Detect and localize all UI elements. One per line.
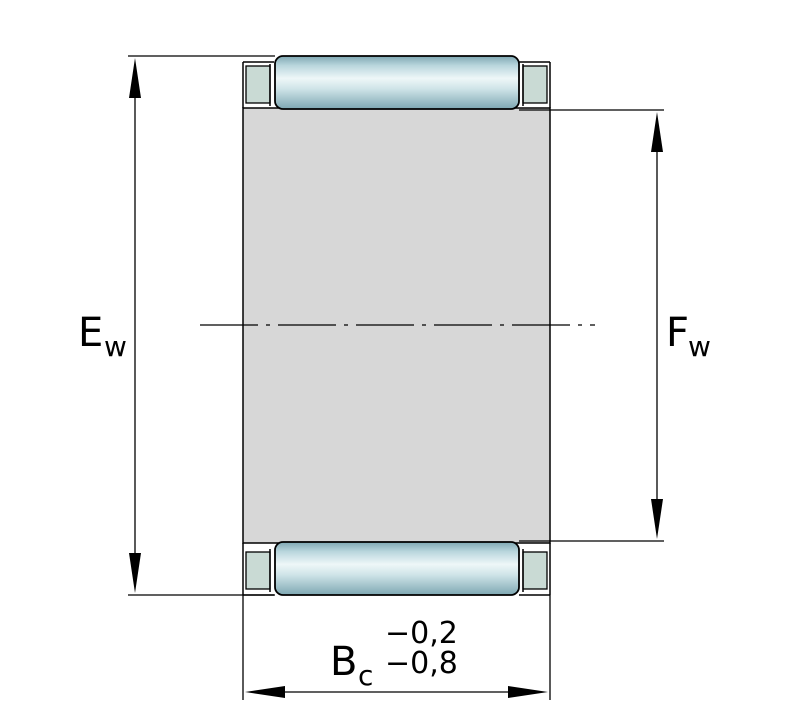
fw-dimension xyxy=(519,109,664,542)
cage-top-right xyxy=(522,65,548,104)
fw-arrow-bottom xyxy=(651,499,663,539)
bc-tolerance-lower: −0,8 xyxy=(385,646,458,681)
cage-top-left xyxy=(245,65,271,104)
bc-dimension xyxy=(242,595,551,700)
fw-label-sub: w xyxy=(688,330,711,363)
cage-bottom-right xyxy=(522,551,548,590)
ew-label-sub: w xyxy=(104,330,127,363)
ew-arrow-bottom xyxy=(129,553,141,593)
roller-bottom xyxy=(274,541,520,596)
roller-top xyxy=(274,55,520,110)
fw-label: F xyxy=(666,310,689,356)
bc-tolerance-upper: −0,2 xyxy=(385,616,458,651)
ew-label: E xyxy=(78,310,103,356)
bc-arrow-right xyxy=(508,686,548,698)
ew-dimension xyxy=(128,55,275,596)
bc-label-sub: c xyxy=(358,659,373,692)
ew-arrow-top xyxy=(129,58,141,98)
cage-bottom-left xyxy=(245,551,271,590)
top-race xyxy=(242,61,551,108)
bc-arrow-left xyxy=(245,686,285,698)
bc-label: B xyxy=(330,639,357,685)
fw-arrow-top xyxy=(651,112,663,152)
